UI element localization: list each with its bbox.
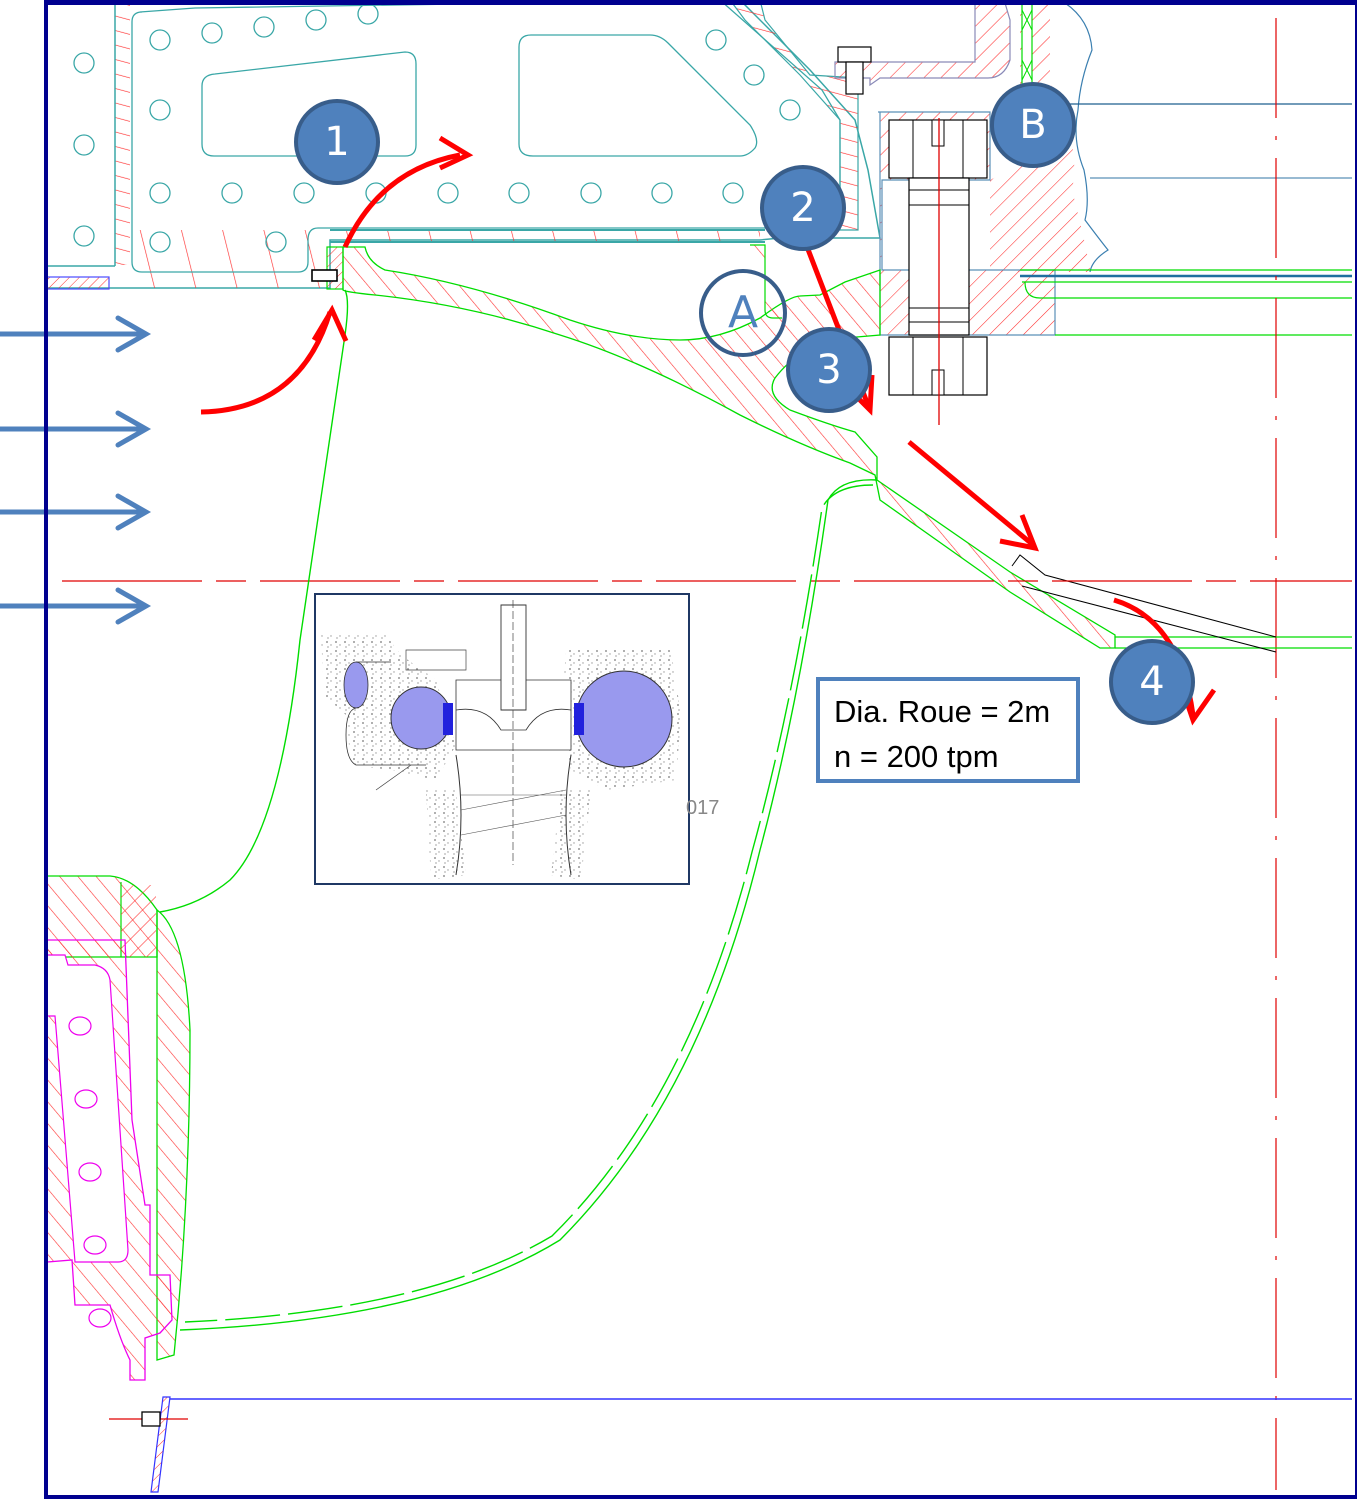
bolt-hole	[705, 29, 727, 51]
top-flange	[834, 2, 1011, 87]
seal-strip	[1021, 2, 1033, 86]
bolt-hole	[357, 3, 379, 25]
inset-pipe-inlet	[343, 661, 369, 709]
inflow-arrow	[0, 493, 152, 531]
flow-arrow-inlet-curve	[200, 311, 333, 415]
inset-spiral-case-left	[390, 686, 452, 750]
discharge-ring-holes	[68, 1016, 112, 1328]
inset-guide-vane-left	[443, 703, 453, 735]
band-skirt	[156, 908, 191, 1361]
bolt-hole	[265, 231, 287, 253]
bolt-hole	[149, 29, 171, 51]
marker-1: 1	[294, 99, 380, 185]
inset-guide-vane-right	[574, 703, 584, 735]
inset-runner	[455, 708, 572, 731]
bolt-hole	[73, 225, 95, 247]
crown-lip	[326, 246, 344, 290]
inflow-arrow	[0, 410, 152, 448]
inset-servomotor	[405, 649, 467, 671]
ring-hole	[88, 1308, 112, 1328]
runner-blade	[159, 289, 878, 1331]
crown-screw	[311, 269, 338, 282]
bolt-hole	[221, 182, 243, 204]
watermark-fragment: 017	[686, 797, 720, 819]
draft-tube-liner	[150, 1396, 171, 1493]
crown-band	[342, 246, 1116, 649]
ring-hole	[74, 1089, 98, 1109]
bolt-hole	[305, 9, 327, 31]
detail-marker-A: A	[699, 269, 787, 357]
bolt-hole	[580, 182, 602, 204]
bolt-hole	[743, 64, 765, 86]
casing-window-right	[518, 34, 758, 157]
small-bolt-shank	[845, 61, 864, 95]
inset-spiral-case-right	[575, 670, 673, 768]
bolt-holes	[73, 3, 801, 253]
small-bolt-head	[837, 46, 872, 63]
blade-trailing-edge-dashed	[184, 484, 874, 1323]
seal-crosses	[1021, 9, 1033, 81]
marker-B: B	[990, 82, 1076, 168]
ring-hole	[68, 1016, 92, 1036]
flow-arrow-inlet-head	[311, 304, 349, 343]
bolt-hole	[253, 16, 275, 38]
bolt-hole	[73, 134, 95, 156]
wheel-diameter-text: Dia. Roue = 2m	[834, 694, 1051, 729]
bolt-hole	[73, 52, 95, 74]
blade-leading-edge	[159, 289, 349, 913]
bolt-hole	[779, 99, 801, 121]
ring-hole	[78, 1162, 102, 1182]
marker-4: 4	[1109, 639, 1195, 725]
inset-shaft	[500, 604, 527, 711]
nut-bottom-slot	[931, 369, 945, 396]
bolt-hole	[149, 99, 171, 121]
bolt-hole	[201, 22, 223, 44]
turbine-overview-inset	[314, 593, 690, 885]
nut-top-slot	[931, 119, 945, 147]
cover-lines	[1022, 281, 1352, 336]
flow-arrow-path-3	[907, 440, 1034, 546]
inset-head-cover	[455, 679, 572, 751]
inset-draft-lines	[460, 789, 567, 836]
lower-ring	[46, 875, 1352, 1493]
marker-3: 3	[786, 327, 872, 413]
shaft-wave-edge	[1064, 2, 1109, 273]
bolt-hole	[149, 182, 171, 204]
inset-pipe-outline	[345, 661, 426, 766]
anchor-pin	[141, 1411, 161, 1427]
bolt-hole	[293, 182, 315, 204]
bolt-hole	[437, 182, 459, 204]
marker-2: 2	[760, 165, 846, 251]
casing-inner-panel	[131, 0, 841, 273]
inset-leader-line	[375, 764, 412, 791]
inset-concrete-bottom	[426, 790, 591, 880]
bolt-hole	[149, 231, 171, 253]
flow-arrow-path-1	[342, 152, 461, 249]
casing-window-left	[201, 51, 417, 157]
inflow-arrow	[0, 587, 152, 625]
inset-sketch	[321, 600, 681, 880]
bolt-hole	[722, 182, 744, 204]
bolt-hole	[508, 182, 530, 204]
flow-arrow-path-1-head	[438, 135, 474, 171]
ring-insert	[121, 885, 156, 957]
bolt-hole	[651, 182, 673, 204]
rotation-speed-text: n = 200 tpm	[834, 739, 999, 774]
flow-arrow-path-3-head	[999, 514, 1040, 552]
casing-left-wall	[115, 0, 130, 265]
casing-bottom-plate	[130, 230, 760, 288]
inflow-arrow	[0, 315, 152, 353]
specs-box: Dia. Roue = 2m n = 200 tpm	[816, 677, 1080, 783]
ring-hole	[83, 1235, 107, 1255]
left-seal-bar	[46, 276, 110, 290]
inflow-arrows	[0, 315, 152, 625]
blade-trailing-edge	[179, 479, 878, 1331]
